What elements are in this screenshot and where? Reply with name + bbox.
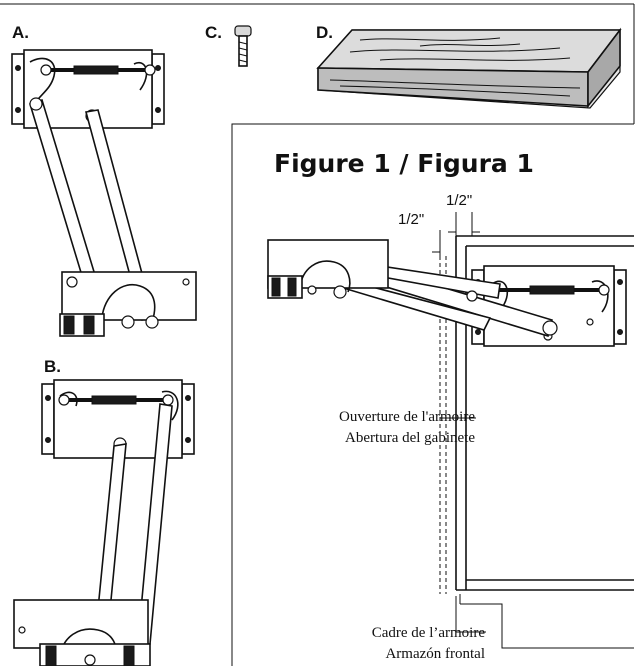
hinge-a-illustration bbox=[11, 49, 197, 337]
shelf-board-illustration bbox=[316, 27, 622, 109]
dimension-left: 1/2" bbox=[398, 211, 424, 228]
hinge-b-illustration bbox=[13, 379, 195, 666]
part-label-b: B. bbox=[44, 357, 61, 376]
label-cabinet-frame-es: Armazón frontal bbox=[385, 646, 485, 662]
label-cabinet-frame-fr: Cadre de l’armoire bbox=[372, 625, 486, 641]
panel-borders bbox=[0, 3, 635, 666]
screw-illustration bbox=[234, 25, 252, 67]
part-label-a: A. bbox=[12, 23, 29, 42]
part-label-d: D. bbox=[316, 23, 333, 42]
mounted-hinge-illustration bbox=[267, 239, 627, 347]
label-cabinet-opening-es: Abertura del gabinete bbox=[345, 430, 475, 446]
part-label-c: C. bbox=[205, 23, 222, 42]
figure-title: Figure 1 / Figura 1 bbox=[274, 149, 534, 178]
dimension-right: 1/2" bbox=[446, 192, 472, 209]
callout-leaders bbox=[440, 417, 486, 633]
dimension-lines bbox=[432, 212, 480, 256]
label-cabinet-opening-fr: Ouverture de l'armoire bbox=[339, 409, 475, 425]
